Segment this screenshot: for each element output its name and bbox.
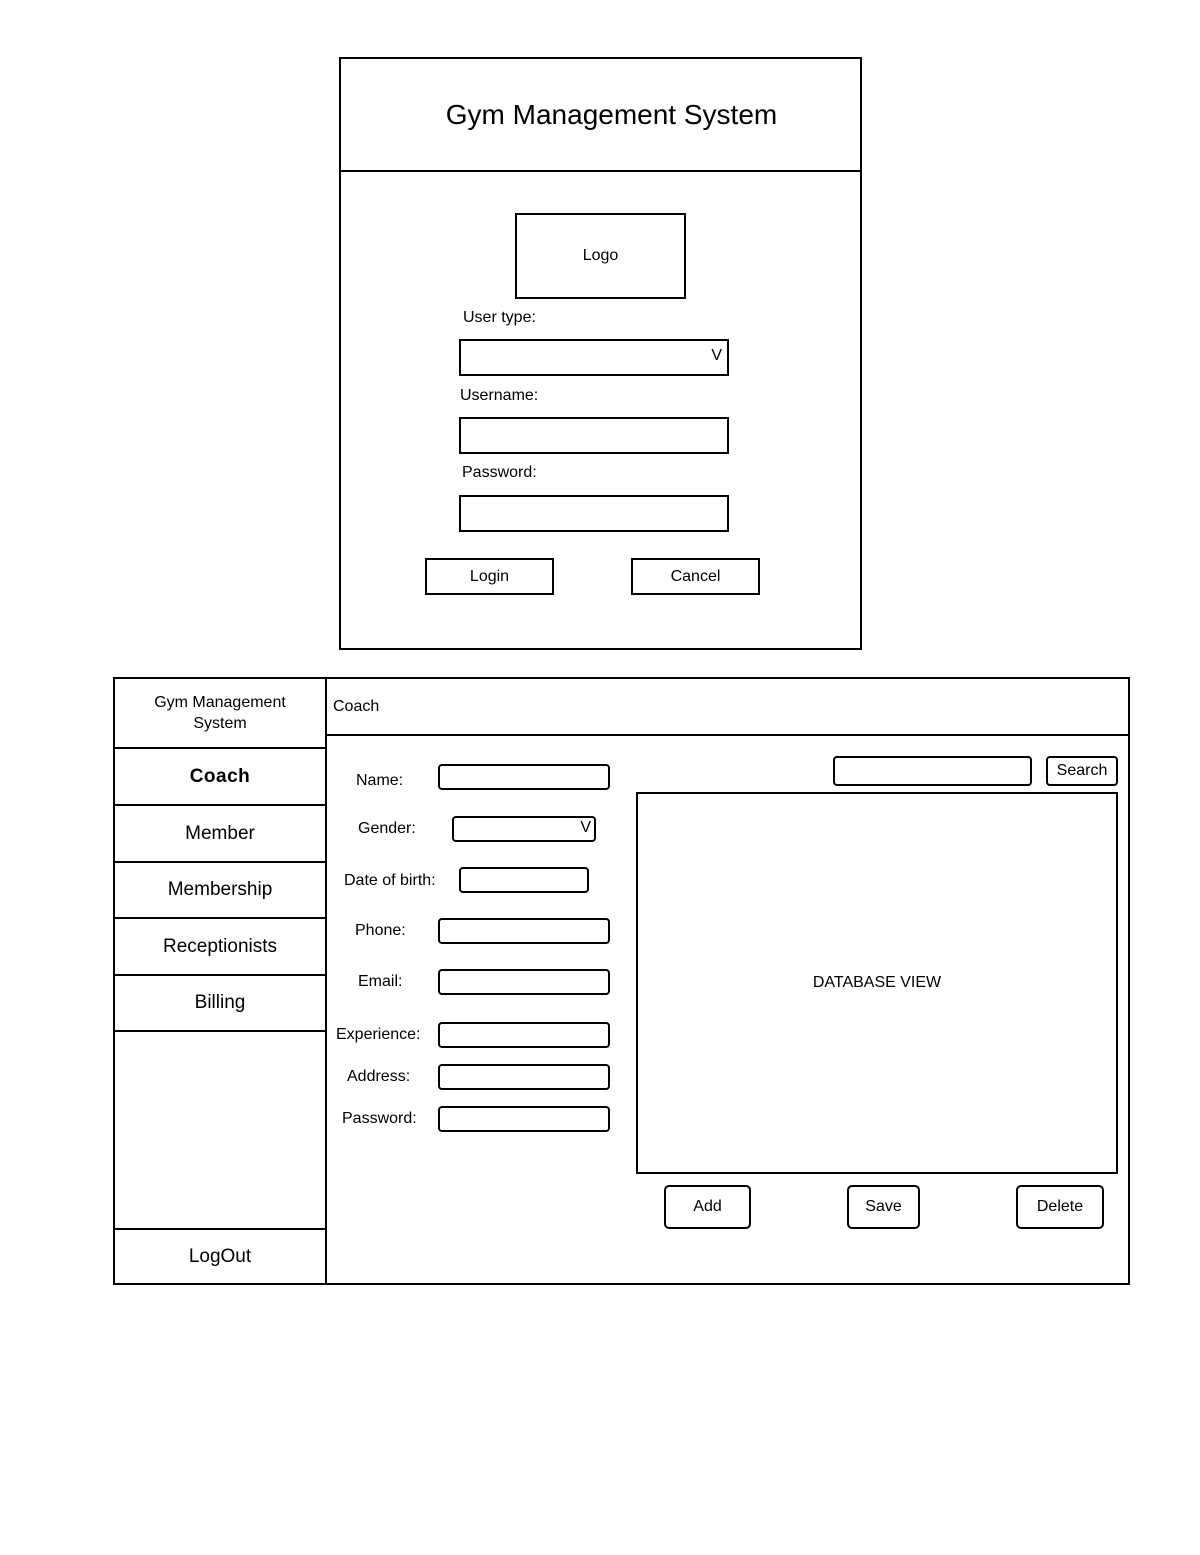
phone-label: Phone: <box>355 922 406 939</box>
logout-label: LogOut <box>188 1245 252 1267</box>
address-label: Address: <box>347 1068 411 1085</box>
gender-label: Gender: <box>358 820 416 837</box>
email-label: Email: <box>358 973 403 990</box>
user-type-select[interactable]: V <box>459 339 729 376</box>
date-of-birth-label: Date of birth: <box>344 872 436 889</box>
database-view-label: DATABASE VIEW <box>812 974 942 991</box>
sidebar-item-member[interactable]: Member <box>115 806 325 863</box>
sidebar: Gym Management System Coach Member Membe… <box>115 679 327 1283</box>
name-label: Name: <box>356 772 404 789</box>
experience-label: Experience: <box>336 1026 421 1043</box>
add-button-label: Add <box>693 1198 722 1215</box>
login-button-label: Login <box>469 567 510 585</box>
sidebar-item-label: Coach <box>189 765 251 787</box>
sidebar-item-coach[interactable]: Coach <box>115 749 325 806</box>
name-input[interactable] <box>438 764 610 790</box>
sidebar-item-receptionists[interactable]: Receptionists <box>115 919 325 976</box>
experience-input[interactable] <box>438 1022 610 1048</box>
coach-management-window: Gym Management System Coach Member Membe… <box>113 677 1130 1285</box>
logo-placeholder: Logo <box>515 213 686 299</box>
search-button-label: Search <box>1056 762 1108 779</box>
email-input[interactable] <box>438 969 610 995</box>
sidebar-item-billing[interactable]: Billing <box>115 975 325 1032</box>
login-button[interactable]: Login <box>425 558 554 595</box>
user-type-label: User type: <box>463 309 536 326</box>
password-label: Password: <box>462 464 537 481</box>
password-label: Password: <box>342 1110 417 1127</box>
search-button[interactable]: Search <box>1046 756 1118 786</box>
login-window: Gym Management System Logo User type: V … <box>339 57 862 650</box>
login-title: Gym Management System <box>341 59 860 172</box>
save-button[interactable]: Save <box>847 1185 920 1229</box>
date-of-birth-input[interactable] <box>459 867 589 893</box>
address-input[interactable] <box>438 1064 610 1090</box>
chevron-down-icon[interactable]: V <box>580 819 591 836</box>
page-header: Coach <box>327 679 1128 736</box>
sidebar-item-label: Membership <box>167 878 273 900</box>
search-input[interactable] <box>833 756 1032 786</box>
logout-button[interactable]: LogOut <box>115 1228 325 1283</box>
database-view-table[interactable]: DATABASE VIEW <box>636 792 1118 1174</box>
username-label: Username: <box>460 387 539 404</box>
gender-select[interactable]: V <box>452 816 596 842</box>
add-button[interactable]: Add <box>664 1185 751 1229</box>
chevron-down-icon[interactable]: V <box>711 347 722 364</box>
password-input[interactable] <box>438 1106 610 1132</box>
save-button-label: Save <box>865 1198 902 1215</box>
phone-input[interactable] <box>438 918 610 944</box>
sidebar-app-title: Gym Management System <box>115 679 325 749</box>
username-input[interactable] <box>459 417 729 454</box>
sidebar-item-label: Member <box>185 822 255 844</box>
password-input[interactable] <box>459 495 729 532</box>
logo-label: Logo <box>582 247 619 264</box>
cancel-button[interactable]: Cancel <box>631 558 760 595</box>
sidebar-title-line1: Gym Management <box>154 694 286 711</box>
sidebar-item-label: Billing <box>194 991 246 1013</box>
cancel-button-label: Cancel <box>670 567 721 585</box>
delete-button-label: Delete <box>1036 1198 1084 1215</box>
sidebar-item-membership[interactable]: Membership <box>115 862 325 919</box>
page-title: Coach <box>333 697 380 715</box>
sidebar-title-line2: System <box>193 715 247 732</box>
sidebar-item-label: Receptionists <box>162 935 278 957</box>
delete-button[interactable]: Delete <box>1016 1185 1104 1229</box>
